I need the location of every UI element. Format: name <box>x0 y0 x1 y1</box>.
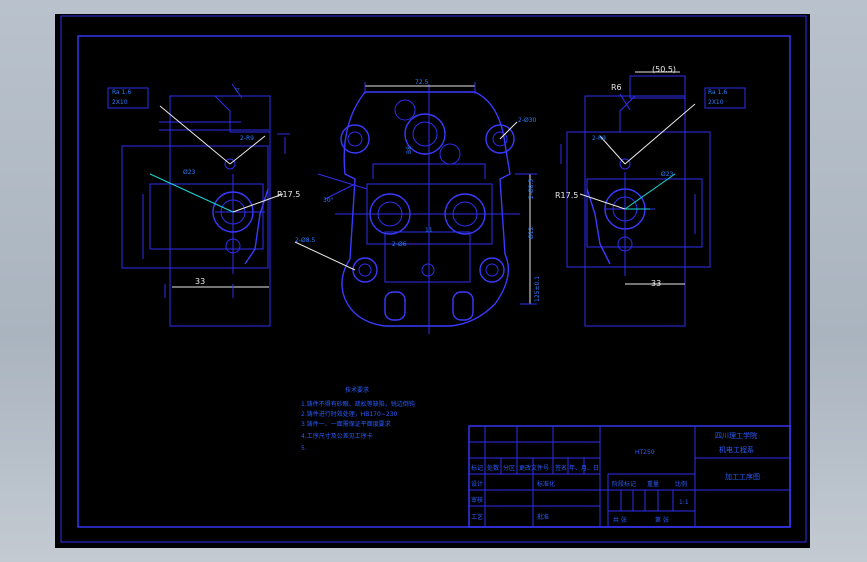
technical-notes: 技术要求 1.铸件不得有砂眼、疏松等缺陷，锐边倒钝 2.铸件进行时效处理，HB1… <box>301 386 415 452</box>
title-block: HT250 四川理工学院 机电工程系 加工工序图 标记 处数 分区 更改文件号 … <box>468 425 791 528</box>
right-corner-radius: R6 <box>611 83 622 92</box>
notes-title: 技术要求 <box>345 386 369 394</box>
left-diameter: Ø23 <box>183 169 196 176</box>
left-flag: ▽ <box>235 87 240 94</box>
title-school: 四川理工学院 <box>715 431 757 440</box>
title-row-sign: 签名 <box>555 464 567 472</box>
center-holes: 2-Ø30 <box>518 117 537 124</box>
title-approve: 批准 <box>537 513 549 521</box>
center-dim-a: 2-Ø6 <box>392 241 407 248</box>
drawing-canvas: Ra 1.6 2X10 2-R9 Ø23 R17.5 33 ▽ <box>60 15 807 543</box>
title-row-docno: 更改文件号 <box>519 464 549 472</box>
notes-line-3: 3.铸件一、一面需保证平面度要求 <box>301 420 391 428</box>
right-roughness: Ra 1.6 <box>708 89 727 96</box>
notes-line-1: 1.铸件不得有砂眼、疏松等缺陷，锐边倒钝 <box>301 400 415 408</box>
right-dim-top: (50.5) <box>652 65 676 74</box>
title-standard: 标准化 <box>537 480 555 488</box>
title-stage: 阶段标记 <box>612 480 636 488</box>
center-view: 72.5 2-Ø30 30° 2-Ø8.5 2-Ø6 11 B8 2-Ø8.5 … <box>294 79 541 334</box>
center-hole-spec: 2-Ø8.5 <box>295 237 315 244</box>
title-sheet-of: 第 张 <box>655 516 669 524</box>
left-roughness-sub: 2X10 <box>112 99 128 106</box>
title-designer: 设计 <box>471 480 483 488</box>
title-row-date: 年、月、日 <box>569 464 599 472</box>
title-weight: 重量 <box>647 480 659 488</box>
cad-viewport[interactable]: Ra 1.6 2X10 2-R9 Ø23 R17.5 33 ▽ <box>55 14 810 548</box>
title-row-zone: 分区 <box>503 464 515 472</box>
left-roughness: Ra 1.6 <box>112 89 131 96</box>
title-scale-value: 1:1 <box>679 499 689 506</box>
center-angle: 30° <box>323 197 334 204</box>
title-row-count: 处数 <box>487 464 499 472</box>
center-vert-a: 2-Ø8.5 <box>528 179 535 199</box>
title-model: HT250 <box>635 449 655 456</box>
left-width: 33 <box>195 277 205 286</box>
left-view: Ra 1.6 2X10 2-R9 Ø23 R17.5 33 ▽ <box>107 83 300 327</box>
title-drawing-name: 加工工序图 <box>725 472 760 481</box>
right-chamfer: 2-R9 <box>592 135 606 142</box>
right-roughness-sub: 2X10 <box>708 99 724 106</box>
notes-line-2: 2.铸件进行时效处理，HB170~230 <box>301 410 397 418</box>
title-dept: 机电工程系 <box>719 445 754 454</box>
sheet-border <box>60 15 807 543</box>
right-view: (50.5) R6 Ra 1.6 2X10 2-R9 Ø23 R17.5 33 <box>555 65 746 327</box>
title-row-mark: 标记 <box>471 464 483 472</box>
title-sheet: 共 张 <box>613 516 627 524</box>
title-process: 工艺 <box>471 513 483 521</box>
center-dim-b: 11 <box>425 227 433 234</box>
center-vert-b: Ø12 <box>528 226 535 239</box>
right-width: 33 <box>651 279 661 288</box>
title-checker: 审核 <box>471 496 483 504</box>
center-width: 72.5 <box>415 79 429 86</box>
notes-line-5: 5. <box>301 445 307 452</box>
right-diameter: Ø23 <box>661 171 674 178</box>
center-label: B8 <box>406 146 413 154</box>
notes-line-4: 4.工序尺寸及公差见工序卡 <box>301 432 373 440</box>
left-chamfer: 2-R9 <box>240 135 254 142</box>
title-scale: 比例 <box>675 480 687 488</box>
left-radius: R17.5 <box>277 190 300 199</box>
drawing-frame <box>77 35 791 528</box>
right-radius: R17.5 <box>555 191 578 200</box>
center-vert-c: 125±0.1 <box>534 276 541 302</box>
